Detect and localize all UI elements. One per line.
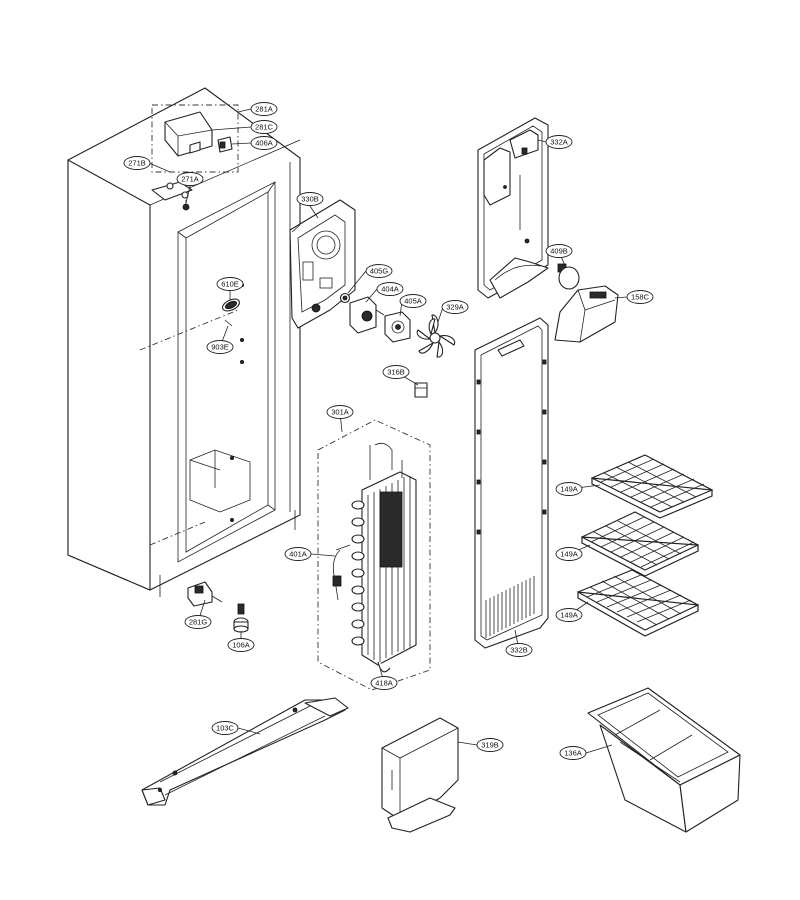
callout-label: 281A	[255, 105, 273, 114]
wire-shelf	[576, 569, 700, 637]
callout-label: 405G	[370, 267, 389, 276]
callout-418A: 418A	[370, 676, 398, 690]
callout-label: 158C	[631, 293, 650, 302]
callout-319B: 319B	[476, 738, 504, 752]
lamp-cover	[554, 285, 619, 343]
callout-label: 149A	[560, 550, 578, 559]
callout-label: 281G	[189, 618, 208, 627]
callout-405G: 405G	[365, 264, 393, 278]
callout-label: 316B	[387, 368, 405, 377]
callout-332B: 332B	[505, 643, 533, 657]
callout-label: 271B	[128, 159, 146, 168]
base-rail	[141, 697, 349, 806]
interior-light-disc	[139, 298, 240, 546]
callout-301A: 301A	[326, 405, 354, 419]
freezer-basket	[587, 687, 741, 833]
callout-103C: 103C	[211, 721, 239, 735]
cabinet	[67, 87, 301, 597]
callout-330B: 330B	[296, 192, 324, 206]
callout-136A: 136A	[559, 746, 587, 760]
callout-281G: 281G	[184, 615, 212, 629]
lower-rear-panel	[474, 317, 549, 649]
callout-610E: 610E	[216, 277, 244, 291]
callout-label: 409B	[550, 247, 568, 256]
callout-405A: 405A	[399, 294, 427, 308]
callout-label: 903E	[211, 343, 229, 352]
callout-409B: 409B	[545, 244, 573, 258]
callout-label: 149A	[560, 611, 578, 620]
upper-rear-panel	[477, 117, 549, 299]
bottom-hinge	[187, 581, 223, 607]
callout-label: 610E	[221, 280, 239, 289]
callout-281A: 281A	[250, 102, 278, 116]
callout-281C: 281C	[250, 120, 278, 134]
callout-label: 332A	[550, 138, 568, 147]
callout-149A: 149A	[555, 608, 583, 622]
callout-903E: 903E	[206, 340, 234, 354]
callout-label: 271A	[181, 175, 199, 184]
top-cover-assembly	[151, 104, 239, 211]
callout-106A: 106A	[227, 638, 255, 652]
leveling-foot	[233, 603, 249, 633]
callout-label: 136A	[564, 749, 582, 758]
callout-label: 418A	[375, 679, 393, 688]
callout-label: 281C	[255, 123, 274, 132]
callout-label: 401A	[289, 550, 307, 559]
fan-blade	[416, 314, 456, 358]
callout-329A: 329A	[441, 300, 469, 314]
callout-label: 319B	[481, 741, 499, 750]
callout-401A: 401A	[284, 547, 312, 561]
callout-label: 301A	[331, 408, 349, 417]
light-bulb	[557, 263, 580, 290]
callout-404A: 404A	[376, 282, 404, 296]
ice-bin-cover	[381, 717, 459, 833]
callout-332A: 332A	[545, 135, 573, 149]
callout-label: 406A	[255, 139, 273, 148]
callout-label: 329A	[446, 303, 464, 312]
callout-149A: 149A	[555, 482, 583, 496]
callout-label: 103C	[216, 724, 235, 733]
callout-271A: 271A	[176, 172, 204, 186]
callout-label: 405A	[404, 297, 422, 306]
callout-406A: 406A	[250, 136, 278, 150]
wire-shelf	[590, 454, 714, 519]
evaporator-assembly	[317, 419, 431, 691]
sensor-block	[414, 382, 428, 398]
callout-316B: 316B	[382, 365, 410, 379]
callout-271B: 271B	[123, 156, 151, 170]
callout-label: 332B	[510, 646, 528, 655]
callout-158C: 158C	[626, 290, 654, 304]
callout-label: 149A	[560, 485, 578, 494]
callout-label: 404A	[381, 285, 399, 294]
callout-149A: 149A	[555, 547, 583, 561]
callout-label: 330B	[301, 195, 319, 204]
fan-motor-group	[339, 292, 411, 343]
fan-shroud	[289, 199, 356, 329]
callout-label: 106A	[232, 641, 250, 650]
wire-shelf	[580, 511, 700, 577]
